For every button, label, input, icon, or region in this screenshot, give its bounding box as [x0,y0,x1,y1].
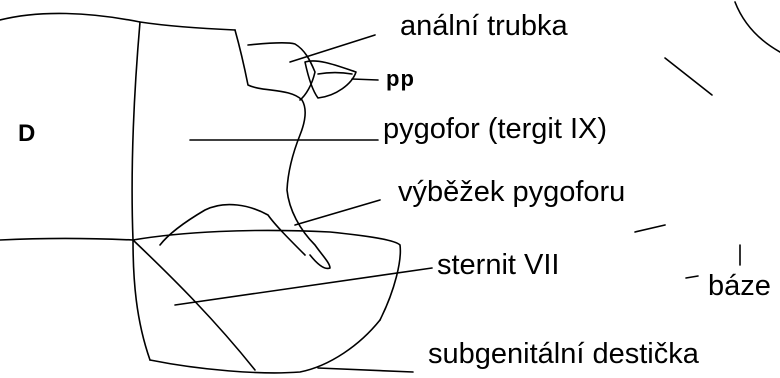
label-pp: pp [386,66,415,91]
leader-sternit [174,267,433,306]
process-outline [159,203,306,256]
label-vybezek: výběžek pygoforu [398,176,626,208]
neighbor-fragment [634,224,666,233]
leader-pp [351,78,379,81]
pp-outline [304,60,357,99]
sternit-outline [132,229,402,321]
pygofor-outline [234,29,331,270]
subgenital-outline [149,319,381,374]
neighbor-fragment [734,1,780,53]
label-analni-trubka: anální trubka [400,10,568,42]
neighbor-fragment [664,57,713,96]
sternit-inner [132,239,256,371]
abdomen-outline [0,12,236,31]
anal-tube-outline [247,42,316,101]
panel-letter: D [18,120,36,147]
label-pygofor: pygofor (tergit IX) [383,113,608,145]
leader-vybezek [294,199,381,226]
label-subgenitalni: subgenitální destička [428,338,699,370]
abdomen-outline [0,237,134,241]
leader-analni [289,34,376,63]
label-baze: báze [708,270,771,302]
abdomen-outline [131,21,141,241]
leader-subgen [317,367,414,373]
pp-inner [317,71,353,75]
abdomen-outline [132,239,151,361]
label-sternit: sternit VII [437,249,560,281]
neighbor-fragment [685,275,699,279]
